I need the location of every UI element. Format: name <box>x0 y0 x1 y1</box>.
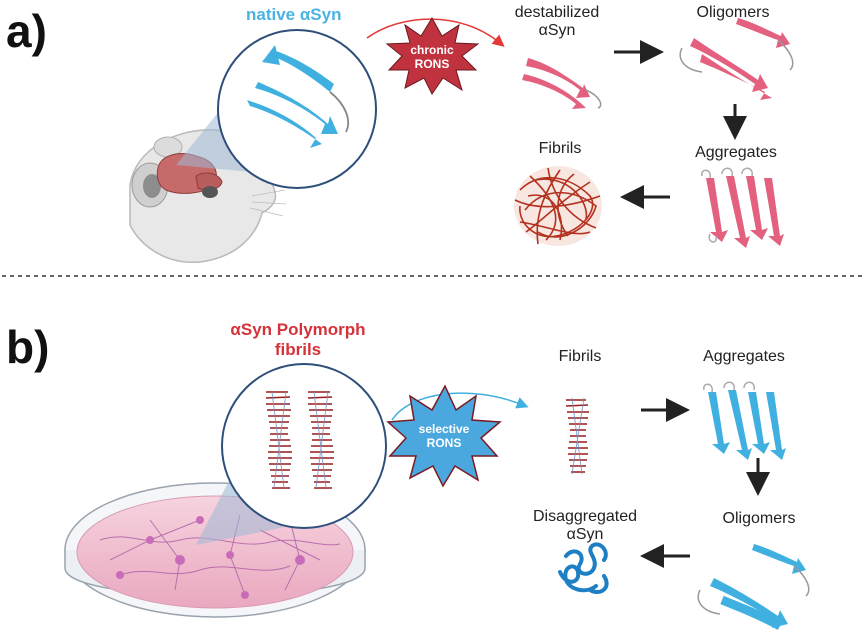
zoom-circle-b <box>221 363 387 529</box>
chronic-rons-star <box>385 17 480 95</box>
fibril-single-b <box>565 397 589 475</box>
panel-a-tag: a) <box>6 5 47 57</box>
oligomers-a <box>679 18 794 100</box>
aggregates-b-label: Aggregates <box>703 348 785 365</box>
native-asyn-protein <box>247 45 350 148</box>
aggregates-a <box>701 167 784 248</box>
oligomers-b-label: Oligomers <box>722 510 796 527</box>
panel-a-title: native αSyn <box>246 5 342 24</box>
fibrils-a-label: Fibrils <box>538 140 582 157</box>
selective-rons-star <box>386 384 502 488</box>
fibrils-b-label: Fibrils <box>558 348 602 365</box>
oligomers-a-label: Oligomers <box>696 4 770 21</box>
zoom-circle-a <box>217 29 377 189</box>
panel-b-tag: b) <box>6 321 50 373</box>
aggregates-a-label: Aggregates <box>695 144 777 161</box>
fibril-tangle-a <box>514 166 602 246</box>
disaggregated-asyn-coil <box>558 542 609 595</box>
aggregates-b <box>703 381 786 460</box>
destabilized-asyn-protein <box>522 58 602 109</box>
oligomers-b <box>697 544 810 630</box>
polymorph-fibrils <box>265 391 334 489</box>
neuron-cells <box>116 516 305 599</box>
